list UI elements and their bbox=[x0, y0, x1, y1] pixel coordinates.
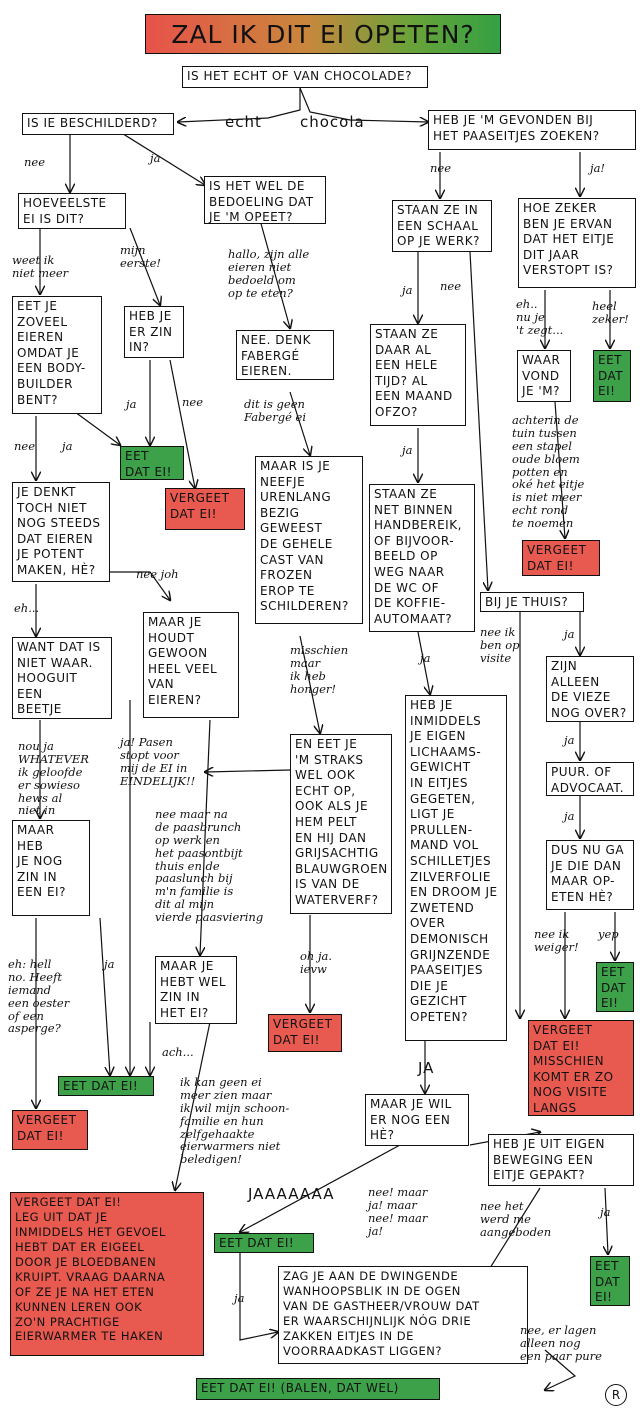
box-niet-waar: WANT DAT IS NIET WAAR. HOOGUIT EEN BEETJ… bbox=[12, 637, 112, 719]
label-ja-10: ja bbox=[564, 733, 575, 747]
box-vergeet-visite: VERGEET DAT EI! MISSCHIEN KOMT ER ZO NOG… bbox=[528, 1020, 634, 1116]
box-maand: STAAN ZE DAAR AL EEN HELE TIJD? AL EEN M… bbox=[370, 324, 466, 426]
box-eet-dat-ei-final: EET DAT EI! (BALEN, DAT WEL) bbox=[196, 1378, 440, 1400]
label-eh: eh... bbox=[14, 601, 40, 615]
box-hoeveelste: HOEVEELSTE EI IS DIT? bbox=[18, 193, 126, 229]
label-nee-joh: nee joh bbox=[136, 567, 179, 581]
box-bedoeling: IS HET WEL DE BEDOELING DAT JE 'M OPEET? bbox=[204, 176, 326, 224]
label-nee-2: nee bbox=[182, 395, 204, 409]
label-paasbrunch: nee maar na de paasbrunch op werk en het… bbox=[155, 807, 264, 924]
box-houdt-van-eieren: MAAR JE HOUDT GEWOON HEEL VEEL VAN EIERE… bbox=[143, 612, 239, 718]
label-geen-faberge: dit is geen Fabergé ei bbox=[244, 397, 307, 424]
label-ja-13: ja bbox=[234, 1291, 245, 1305]
label-ja-5: ja! bbox=[590, 161, 606, 175]
label-pasen: ja! Pasen stopt voor mij de EI in EINDEL… bbox=[120, 735, 196, 788]
box-handbereik: STAAN ZE NET BINNEN HANDBEREIK, OF BIJVO… bbox=[369, 484, 475, 632]
label-nee-5: nee bbox=[440, 279, 462, 293]
label-ja-12: ja bbox=[600, 1205, 611, 1219]
label-echt: echt bbox=[225, 113, 262, 131]
label-nee-4: nee bbox=[430, 161, 452, 175]
box-lichaamsgewicht: HEB JE INMIDDELS JE EIGEN LICHAAMS- GEWI… bbox=[405, 695, 507, 1041]
box-vergeet-dat-ei-4: VERGEET DAT EI! bbox=[522, 540, 600, 576]
label-hell-no: eh: hell no. Heeft iemand een oester of … bbox=[8, 957, 70, 1036]
box-eet-dat-ei-5: EET DAT EI! bbox=[214, 1233, 314, 1253]
box-hebt-wel-zin: MAAR JE HEBT WEL ZIN IN HET EI? bbox=[155, 956, 237, 1024]
box-bodybuilder: EET JE ZOVEEL EIEREN OMDAT JE EEN BODY- … bbox=[12, 296, 102, 414]
box-dus-nu: DUS NU GA JE DIE DAN MAAR OP- ETEN HÈ? bbox=[546, 840, 634, 910]
box-thuis: BIJ JE THUIS? bbox=[480, 592, 584, 612]
box-eet-dat-ei-6: EET DAT EI! bbox=[590, 1256, 630, 1306]
label-misschien: misschien maar ik heb honger! bbox=[290, 643, 349, 696]
label-nee-visite: nee ik ben op visite bbox=[480, 625, 520, 665]
label-ja-4: ja bbox=[104, 957, 115, 971]
box-vergeet-dat-ei-3: VERGEET DAT EI! bbox=[268, 1014, 342, 1052]
box-faberge: NEE. DENK FABERGÉ EIEREN. bbox=[236, 330, 334, 380]
label-geen-ei: ik kan geen ei meer zien maar ik wil mij… bbox=[180, 1075, 290, 1167]
box-vieze: ZIJN ALLEEN DE VIEZE NOG OVER? bbox=[546, 656, 634, 722]
label-weet-ik: weet ik niet meer bbox=[12, 253, 69, 280]
label-nee-maar: nee! maar ja! maar nee! maar ja! bbox=[368, 1185, 428, 1238]
label-nee-werd: nee het werd me aangeboden bbox=[480, 1199, 552, 1239]
label-achterin: achterin de tuin tussen een stapel oude … bbox=[512, 413, 585, 530]
label-nee-1: nee bbox=[24, 155, 46, 169]
label-hallo: hallo, zijn alle eieren niet bedoeld om … bbox=[228, 247, 310, 300]
label-nee-lagen: nee, er lagen alleen nog een paar pure bbox=[520, 1323, 602, 1363]
signature-mark: R bbox=[605, 1384, 627, 1406]
label-eh-nu-je: eh.. nu je 't zegt... bbox=[516, 297, 564, 337]
box-straks-opeten: EN EET JE 'M STRAKS WEL OOK ECHT OP, OOK… bbox=[290, 734, 392, 914]
label-ja-9: ja bbox=[564, 627, 575, 641]
page-title: ZAL IK DIT EI OPETEN? bbox=[145, 14, 501, 54]
label-mijn-eerste: mijn eerste! bbox=[120, 243, 162, 270]
box-eet-dat-ei-4: EET DAT EI! bbox=[596, 962, 634, 1012]
box-eet-dat-ei-2: EET DAT EI! bbox=[58, 1076, 154, 1096]
box-puur: PUUR. OF ADVOCAAT. bbox=[546, 762, 634, 796]
box-vergeet-dat-ei-1: VERGEET DAT EI! bbox=[165, 488, 245, 530]
label-yep: yep bbox=[598, 927, 619, 941]
label-ja-7: ja bbox=[402, 443, 413, 457]
label-ja-11: ja bbox=[564, 809, 575, 823]
box-hoe-zeker: HOE ZEKER BEN JE ERVAN DAT HET EITJE DIT… bbox=[518, 198, 636, 288]
box-schaal: STAAN ZE IN EEN SCHAAL OP JE WERK? bbox=[392, 200, 492, 252]
box-potent: JE DENKT TOCH NIET NOG STEEDS DAT EIEREN… bbox=[12, 482, 110, 582]
label-ach: ach... bbox=[162, 1045, 194, 1059]
label-ja-1: ja bbox=[150, 151, 161, 165]
box-neefje: MAAR IS JE NEEFJE URENLANG BEZIG GEWEEST… bbox=[255, 456, 363, 624]
label-jaaaa: JAAAAAAA bbox=[248, 1185, 335, 1203]
box-wanhoopsblik: ZAG JE AAN DE DWINGENDE WANHOOPSBLIK IN … bbox=[278, 1266, 528, 1364]
box-echt-of-chocolade: IS HET ECHT OF VAN CHOCOLADE? bbox=[182, 66, 428, 88]
label-nee-3: nee bbox=[14, 439, 36, 453]
box-vergeet-lang: VERGEET DAT EI! LEG UIT DAT JE INMIDDELS… bbox=[10, 1192, 204, 1356]
label-oh-ja: oh ja. ievw bbox=[300, 949, 333, 976]
box-waar-vond: WAAR VOND JE 'M? bbox=[517, 350, 571, 402]
box-eet-dat-ei-3: EET DAT EI! bbox=[593, 350, 631, 402]
box-eet-dat-ei-1: EET DAT EI! bbox=[120, 446, 184, 480]
label-ja-3: ja bbox=[62, 439, 73, 453]
box-beschilderd: IS IE BESCHILDERD? bbox=[22, 113, 174, 135]
box-nog-zin: MAAR HEB JE NOG ZIN IN EEN EI? bbox=[12, 820, 90, 916]
label-heel-zeker: heel zeker! bbox=[592, 299, 629, 326]
label-chocola: chocola bbox=[300, 113, 365, 131]
label-ja-big: JA bbox=[418, 1059, 435, 1077]
label-ja-8: ja bbox=[420, 651, 431, 665]
box-paaseitjes: HEB JE 'M GEVONDEN BIJ HET PAASEITJES ZO… bbox=[428, 110, 636, 150]
label-ja-2: ja bbox=[126, 397, 137, 411]
label-nee-weiger: nee ik weiger! bbox=[534, 927, 579, 954]
box-eigen-beweging: HEB JE UIT EIGEN BEWEGING EEN EITJE GEPA… bbox=[488, 1134, 634, 1186]
box-vergeet-dat-ei-2: VERGEET DAT EI! bbox=[12, 1110, 88, 1150]
label-ja-6: ja bbox=[402, 283, 413, 297]
box-zin-in: HEB JE ER ZIN IN? bbox=[124, 306, 184, 358]
label-whatever: nou ja WHATEVER ik geloofde er sowieso h… bbox=[18, 739, 89, 818]
box-nog-een: MAAR JE WIL ER NOG EEN HÈ? bbox=[365, 1094, 469, 1146]
